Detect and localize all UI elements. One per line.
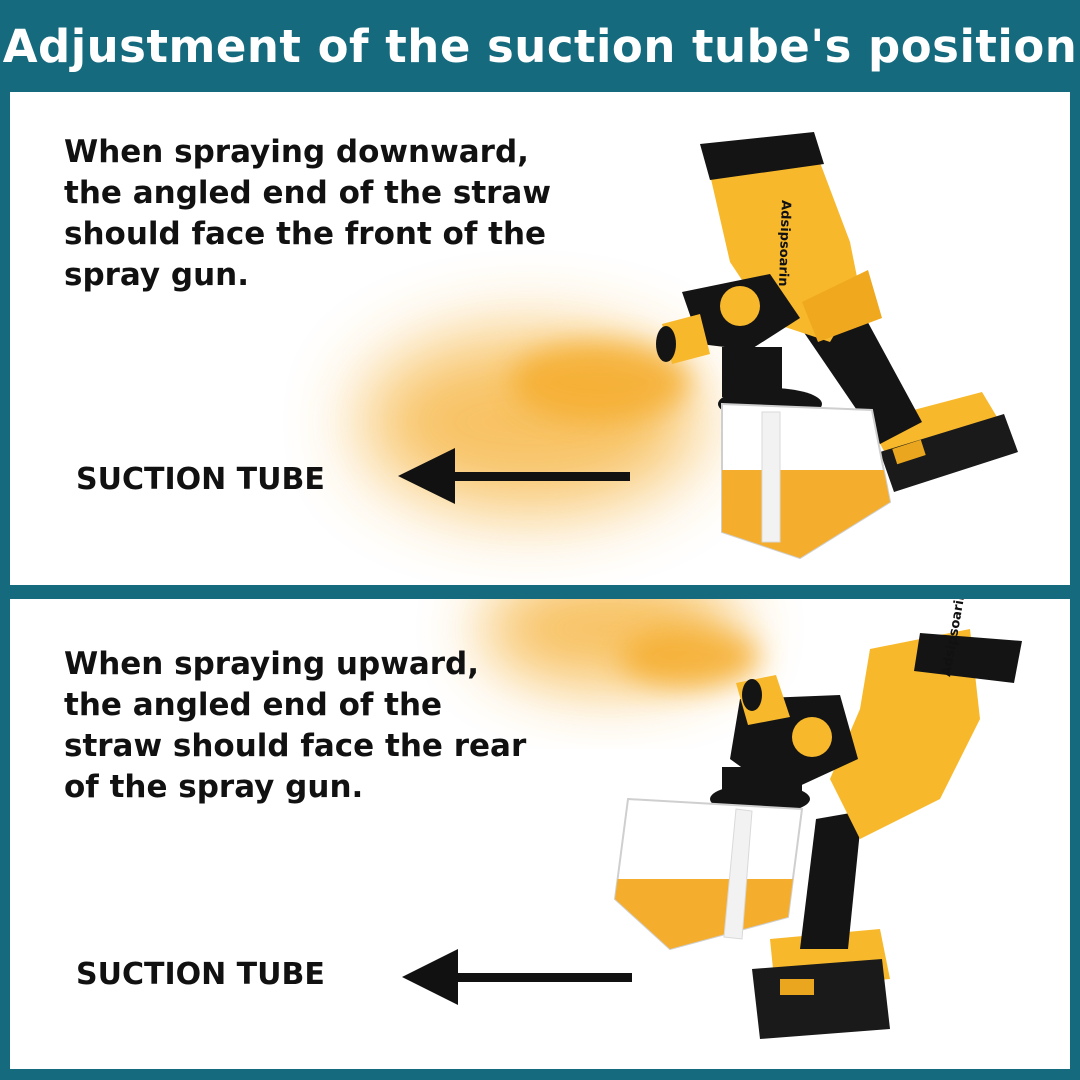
paint-cup [613,797,804,951]
downward-instruction-text: When spraying downward, the angled end o… [64,134,551,293]
suction-tube [761,411,781,543]
paint-cup [721,402,892,560]
panel-spray-upward: When spraying upward, the angled end of … [10,599,1070,1069]
arrow-left-icon [398,448,630,504]
panel-spray-downward: When spraying downward, the angled end o… [10,92,1070,585]
suction-tube [723,808,753,940]
paint-mist [360,332,700,512]
spray-gun-illustration-downward: Adsipsoarin [360,132,1018,560]
suction-tube-label: SUCTION TUBE [76,462,325,497]
handle-grip [800,811,862,949]
brand-logo: Adsipsoarin [775,200,793,287]
spray-gun-illustration-upward: Adsipsoarin [402,599,1022,1039]
paint-mist [480,599,760,689]
motor-housing [700,132,882,342]
upward-instruction-text: When spraying upward, the angled end of … [64,646,527,805]
suction-tube-label: SUCTION TUBE [76,957,325,992]
battery-pack [752,929,890,1039]
nozzle-head [656,274,800,364]
motor-housing [830,629,1022,839]
page-title: Adjustment of the suction tube's positio… [2,19,1078,73]
arrow-left-icon [402,949,632,1005]
